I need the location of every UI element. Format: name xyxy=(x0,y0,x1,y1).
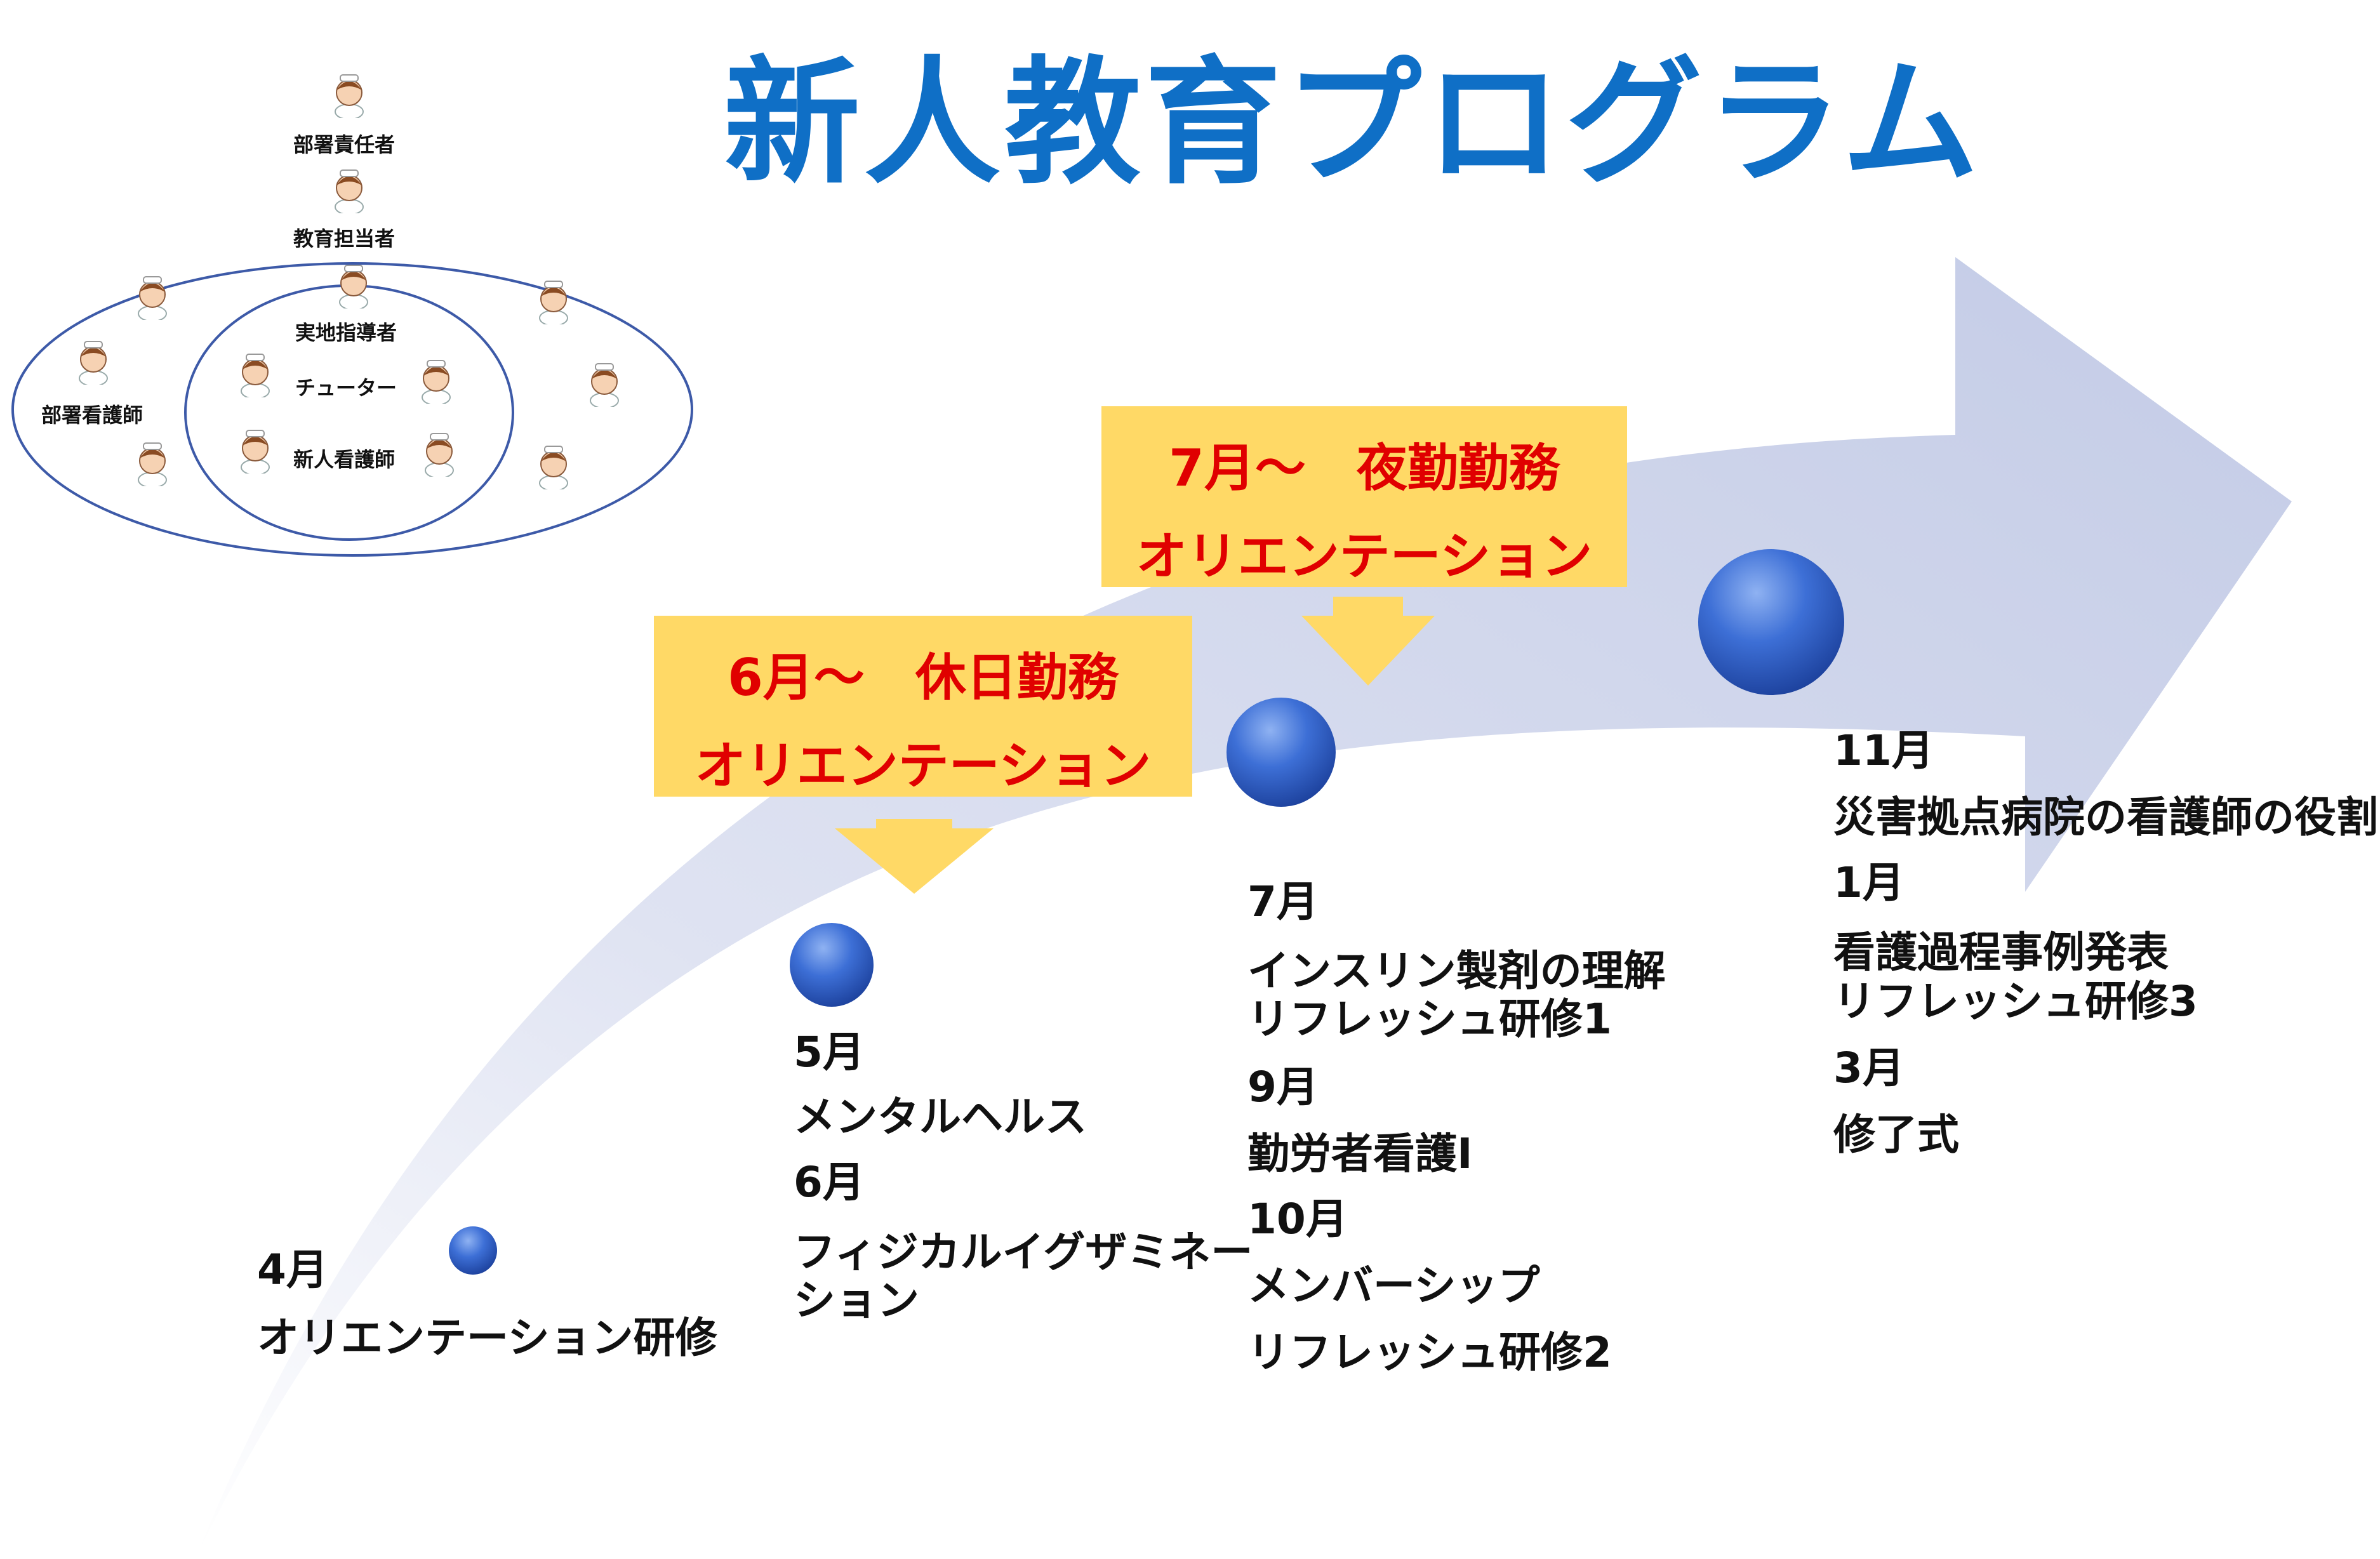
milestone-month: 6月 xyxy=(794,1158,865,1207)
milestone-month: 5月 xyxy=(794,1028,865,1077)
milestone-orb-2 xyxy=(790,923,874,1007)
org-label-practical-instructor: 実地指導者 xyxy=(295,321,397,345)
milestone-item: 看護過程事例発表 xyxy=(1833,928,2169,977)
callout-line: 6月～ 休日勤務 xyxy=(728,648,1119,707)
milestone-item: リフレッシュ研修1 xyxy=(1247,995,1612,1044)
milestone-month: 1月 xyxy=(1833,858,1905,907)
nurse-icon xyxy=(79,341,108,385)
callout-night-orientation: 7月～ 夜勤勤務 オリエンテーション xyxy=(1101,406,1627,587)
org-label-tutor: チューター xyxy=(295,376,397,400)
nurse-icon xyxy=(335,169,364,213)
nurse-icon xyxy=(339,265,368,308)
org-label-department-head: 部署責任者 xyxy=(293,133,396,157)
milestone-item: リフレッシュ研修3 xyxy=(1833,977,2198,1026)
callout-arrow-6 xyxy=(835,819,994,894)
nurse-icon xyxy=(335,74,364,118)
nurse-icon xyxy=(138,442,167,486)
nurse-icon xyxy=(425,433,454,477)
milestone-orb-3 xyxy=(1227,698,1336,807)
outer-team-ellipse xyxy=(11,262,693,557)
nurse-icon xyxy=(241,354,270,397)
milestone-month: 4月 xyxy=(257,1245,328,1294)
milestone-item: リフレッシュ研修2 xyxy=(1247,1328,1612,1377)
org-label-new-nurse: 新人看護師 xyxy=(293,448,396,472)
nurse-icon xyxy=(590,363,619,407)
milestone-month: 9月 xyxy=(1247,1063,1319,1111)
callout-holiday-orientation: 6月～ 休日勤務 オリエンテーション xyxy=(654,616,1192,797)
callout-line: オリエンテーション xyxy=(1136,527,1593,586)
nurse-icon xyxy=(138,276,167,320)
milestone-item: フィジカルイグザミネー xyxy=(794,1228,1253,1277)
milestone-orb-4 xyxy=(1698,549,1844,695)
nurse-icon xyxy=(241,430,270,474)
milestone-month: 11月 xyxy=(1833,726,1934,775)
milestone-item: インスリン製剤の理解 xyxy=(1247,946,1666,995)
milestone-month: 7月 xyxy=(1247,877,1319,926)
milestone-item: 災害拠点病院の看護師の役割 xyxy=(1833,793,2378,842)
milestone-orb-1 xyxy=(449,1226,497,1275)
callout-line: オリエンテーション xyxy=(695,736,1152,795)
org-label-department-nurses: 部署看護師 xyxy=(41,403,143,427)
milestone-item: 修了式 xyxy=(1833,1110,1959,1159)
nurse-icon xyxy=(539,281,568,324)
callout-line: 7月～ 夜勤勤務 xyxy=(1169,439,1560,498)
page-title: 新人教育プログラム xyxy=(724,43,1983,202)
milestone-item: 勤労者看護Ⅰ xyxy=(1247,1129,1473,1178)
org-label-education-lead: 教育担当者 xyxy=(293,227,396,251)
milestone-item: メンバーシップ xyxy=(1247,1261,1540,1310)
callout-arrow-7 xyxy=(1301,597,1435,686)
nurse-icon xyxy=(539,446,568,489)
milestone-item: メンタルヘルス xyxy=(794,1092,1087,1141)
milestone-month: 10月 xyxy=(1247,1195,1348,1244)
nurse-icon xyxy=(422,360,451,404)
milestone-item: オリエンテーション研修 xyxy=(257,1313,717,1362)
milestone-month: 3月 xyxy=(1833,1044,1905,1092)
milestone-item: ション xyxy=(794,1276,919,1325)
